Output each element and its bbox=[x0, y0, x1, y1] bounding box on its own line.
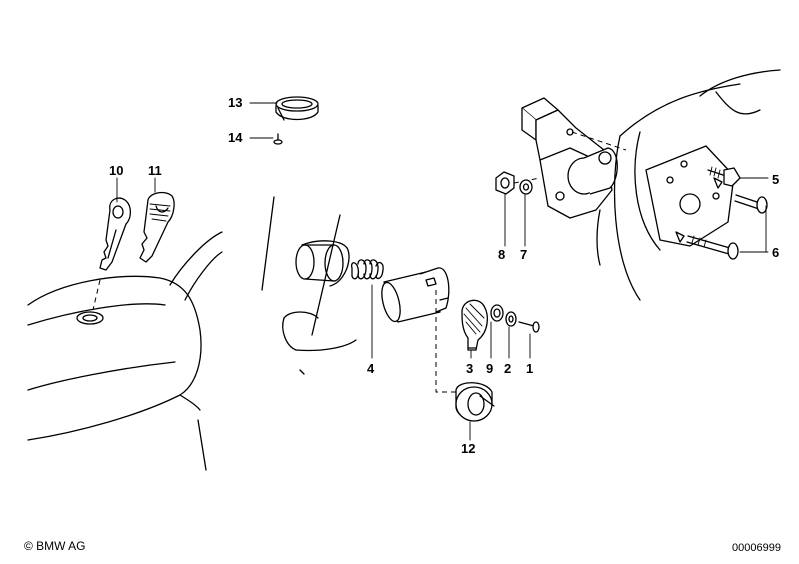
lock-cylinder bbox=[381, 267, 450, 323]
frame-fairing bbox=[596, 69, 781, 301]
diagram-id-label: 00006999 bbox=[732, 542, 781, 554]
callout-1: 1 bbox=[526, 361, 534, 376]
bolt-6-upper bbox=[734, 194, 768, 214]
callout-13: 13 bbox=[228, 95, 243, 110]
bolt-5 bbox=[707, 166, 741, 187]
callout-14: 14 bbox=[228, 130, 243, 145]
assembly-line-cylinder bbox=[435, 290, 458, 393]
callout-8: 8 bbox=[498, 247, 506, 262]
cover-plate-3 bbox=[461, 299, 489, 351]
divider-line-left bbox=[261, 196, 275, 291]
callout-11: 11 bbox=[148, 163, 162, 178]
screw-1 bbox=[518, 321, 540, 333]
spring-4 bbox=[350, 259, 384, 280]
divider-line-mid bbox=[311, 214, 341, 336]
callout-6: 6 bbox=[772, 245, 780, 260]
nut-8 bbox=[495, 171, 541, 195]
callout-3: 3 bbox=[466, 361, 474, 376]
callout-7: 7 bbox=[520, 247, 528, 262]
callout-5: 5 bbox=[772, 172, 780, 187]
key-11 bbox=[139, 191, 175, 263]
callout-9: 9 bbox=[486, 361, 494, 376]
callout-4: 4 bbox=[367, 361, 375, 376]
lock-housing bbox=[282, 240, 357, 375]
copyright-label: © BMW AG bbox=[24, 539, 86, 553]
callout-10: 10 bbox=[109, 163, 124, 178]
leader-lines bbox=[116, 102, 769, 441]
washer-2 bbox=[505, 311, 517, 327]
washer-7 bbox=[519, 179, 533, 195]
bolt-6-lower bbox=[686, 235, 739, 260]
callout-12: 12 bbox=[461, 441, 476, 456]
screw-14 bbox=[273, 133, 283, 145]
seat-body bbox=[27, 231, 223, 471]
ring-13 bbox=[275, 96, 319, 121]
ring-12 bbox=[455, 382, 495, 422]
key-10 bbox=[99, 197, 132, 271]
lock-bracket bbox=[521, 97, 627, 219]
washer-9 bbox=[490, 304, 504, 322]
callout-2: 2 bbox=[504, 361, 512, 376]
